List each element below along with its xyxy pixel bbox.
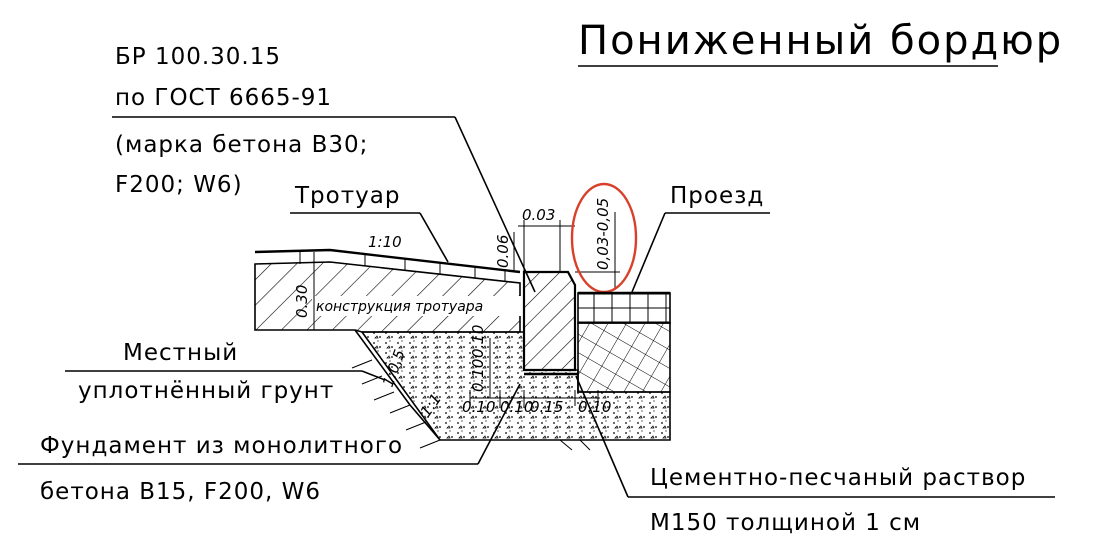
roadway-paving: [577, 292, 671, 324]
curb-spec-line3: (марка бетона В30;: [115, 132, 368, 158]
roadway-leader: [631, 212, 666, 293]
dim-010-v1: 0.10: [469, 359, 487, 392]
sidewalk-leader: [419, 212, 449, 263]
mortar-label-line2: М150 толщиной 1 см: [650, 510, 921, 536]
dim-030: 0.30: [293, 285, 311, 318]
soil-label-line2: уплотнённый грунт: [78, 378, 334, 404]
roadway-label: Проезд: [670, 183, 764, 209]
dim-010-h3: 0.10: [578, 398, 611, 416]
foundation-label-line2: бетона В15, F200, W6: [40, 479, 321, 505]
soil-label-line1: Местный: [123, 340, 238, 366]
mortar-label-line1: Цементно-песчаный раствор: [650, 465, 1026, 491]
dim-010-h1: 0.10: [462, 398, 495, 416]
sidewalk-label: Тротуар: [294, 183, 400, 209]
dim-010-v2: 0.10: [469, 325, 487, 358]
dim-015: 0.15: [530, 398, 563, 416]
dim-0305: 0,03-0,05: [594, 198, 612, 270]
construction-label: конструкция тротуара: [316, 299, 483, 315]
slope-label: 1:10: [368, 233, 402, 251]
foundation-label-line1: Фундамент из монолитного: [40, 433, 403, 459]
dim-010-h2: 0.10: [500, 398, 533, 416]
curb-spec-line4: F200; W6): [115, 172, 243, 198]
dim-003: 0.03: [522, 206, 555, 224]
sidewalk-surface: [254, 248, 521, 274]
drawing-title: Пониженный бордюр: [578, 18, 1063, 64]
foundation-leader: [477, 383, 521, 465]
curb-spec-line2: по ГОСТ 6665-91: [115, 85, 332, 111]
surface-joints: [299, 251, 506, 281]
dim-006: 0.06: [494, 235, 512, 268]
curb-leader-line: [454, 116, 536, 293]
curb-spec-line1: БР 100.30.15: [115, 44, 281, 70]
soil-leader: [361, 370, 386, 381]
mortar-leader: [575, 375, 629, 498]
foundation-ticks: [469, 390, 599, 406]
curb-stone: [522, 270, 577, 372]
roadway-base: [577, 322, 671, 393]
